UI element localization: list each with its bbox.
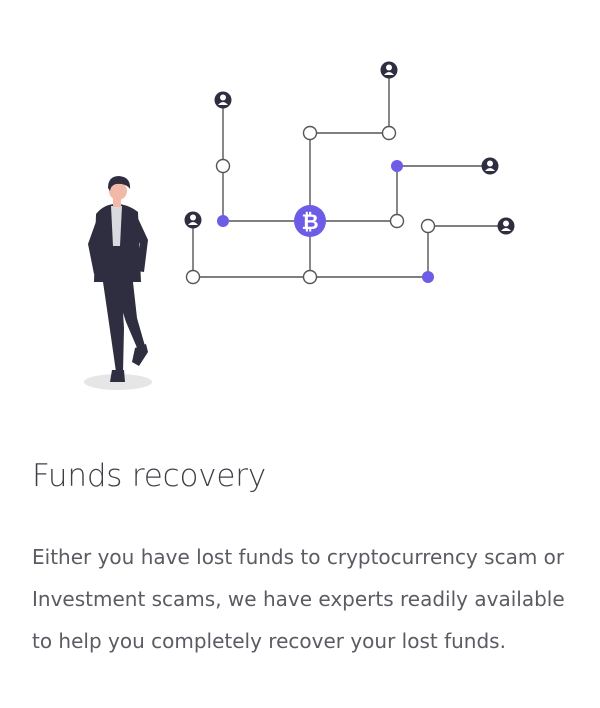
service-description: Either you have lost funds to cryptocurr… — [32, 545, 565, 653]
network-lines — [192, 78, 498, 278]
network-node-active — [391, 160, 403, 172]
svg-text:₿: ₿ — [301, 210, 318, 234]
user-icon — [497, 217, 515, 235]
network-node — [215, 158, 231, 174]
page-title: Funds recovery — [32, 458, 266, 494]
network-node-active — [217, 215, 229, 227]
network-node — [302, 125, 318, 141]
bitcoin-icon: ₿ — [294, 205, 326, 237]
network-node — [389, 213, 405, 229]
funds-recovery-illustration: ₿ — [84, 61, 515, 390]
businessman-figure — [84, 176, 152, 390]
user-icon — [481, 157, 499, 175]
user-icon — [184, 211, 202, 229]
network-node — [381, 125, 397, 141]
network-node — [420, 218, 436, 234]
network-node — [185, 269, 201, 285]
user-icon — [214, 91, 232, 109]
user-icon — [380, 61, 398, 79]
network-node-active — [422, 271, 434, 283]
network-node — [302, 269, 318, 285]
